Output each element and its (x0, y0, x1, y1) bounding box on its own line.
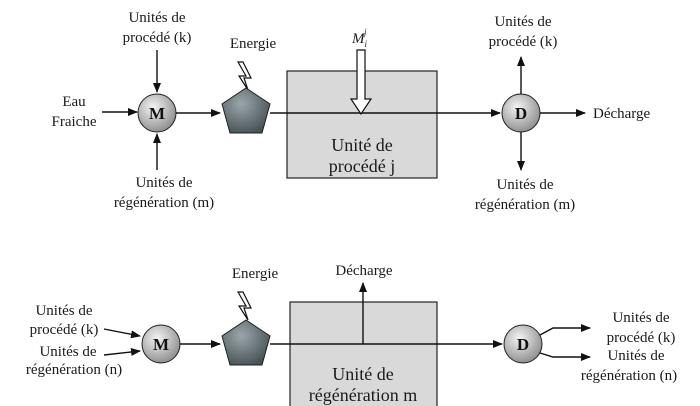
top-mixer-letter: M (149, 104, 165, 123)
bottom-diagram: Unités de procédé (k) Unités de régénéra… (26, 263, 677, 406)
top-in-process-label-line2: procédé (k) (123, 30, 192, 46)
lightning-icon (236, 61, 252, 91)
bottom-out-process-arrow (539, 324, 591, 336)
bottom-in-regen-label-line1: Unités de (39, 344, 96, 360)
top-out-process-label-line1: Unités de (494, 14, 551, 30)
bottom-out-process-label-line1: Unités de (612, 310, 669, 326)
bottom-mixer-letter: M (153, 335, 169, 354)
hollow-arrow-icon (349, 49, 373, 116)
bottom-splitter-letter: D (517, 335, 529, 354)
top-out-regen-label-line2: régénération (m) (475, 197, 575, 213)
top-in-regen-label-line2: régénération (m) (114, 195, 214, 211)
bottom-in-process-label-line2: procédé (k) (30, 322, 99, 338)
bottom-discharge-label: Décharge (335, 263, 393, 279)
bottom-out-regen-label-line2: régénération (n) (581, 368, 677, 384)
bottom-splitter-node (503, 324, 543, 364)
top-in-process-label-line1: Unités de (128, 10, 185, 26)
top-splitter-letter: D (515, 104, 527, 123)
bottom-in-process-label-line1: Unités de (35, 303, 92, 319)
bottom-unit-label-line2: régénération m (309, 385, 417, 405)
top-in-regen-label-line1: Unités de (135, 175, 192, 191)
top-mass-load-symbol: Mij (351, 27, 368, 49)
top-in-fresh-label-line2: Fraiche (52, 114, 97, 130)
top-out-process-label-line2: procédé (k) (489, 34, 558, 50)
bottom-in-regen-arrow (103, 348, 141, 356)
bottom-out-regen-arrow (539, 352, 591, 361)
pentagon-icon (221, 319, 271, 366)
bottom-out-regen-label-line1: Unités de (607, 348, 664, 364)
bottom-in-regen-label-line2: régénération (n) (26, 362, 122, 378)
bottom-out-process-label-line2: procédé (k) (607, 330, 676, 346)
top-in-fresh-label-line1: Eau (62, 94, 86, 110)
bottom-energy-label: Energie (232, 266, 279, 282)
top-unit-label-line1: Unité de (331, 135, 392, 155)
lightning-icon (236, 291, 252, 321)
top-out-regen-label-line1: Unités de (496, 177, 553, 193)
top-energy-label: Energie (230, 36, 277, 52)
pentagon-icon (221, 87, 271, 134)
top-unit-label-line2: procédé j (329, 156, 395, 176)
bottom-in-process-arrow (103, 328, 141, 339)
top-out-discharge-label: Décharge (593, 106, 651, 122)
bottom-unit-label-line1: Unité de (332, 364, 393, 384)
top-diagram: Unités de procédé (k) Eau Fraiche Unités… (52, 10, 651, 213)
